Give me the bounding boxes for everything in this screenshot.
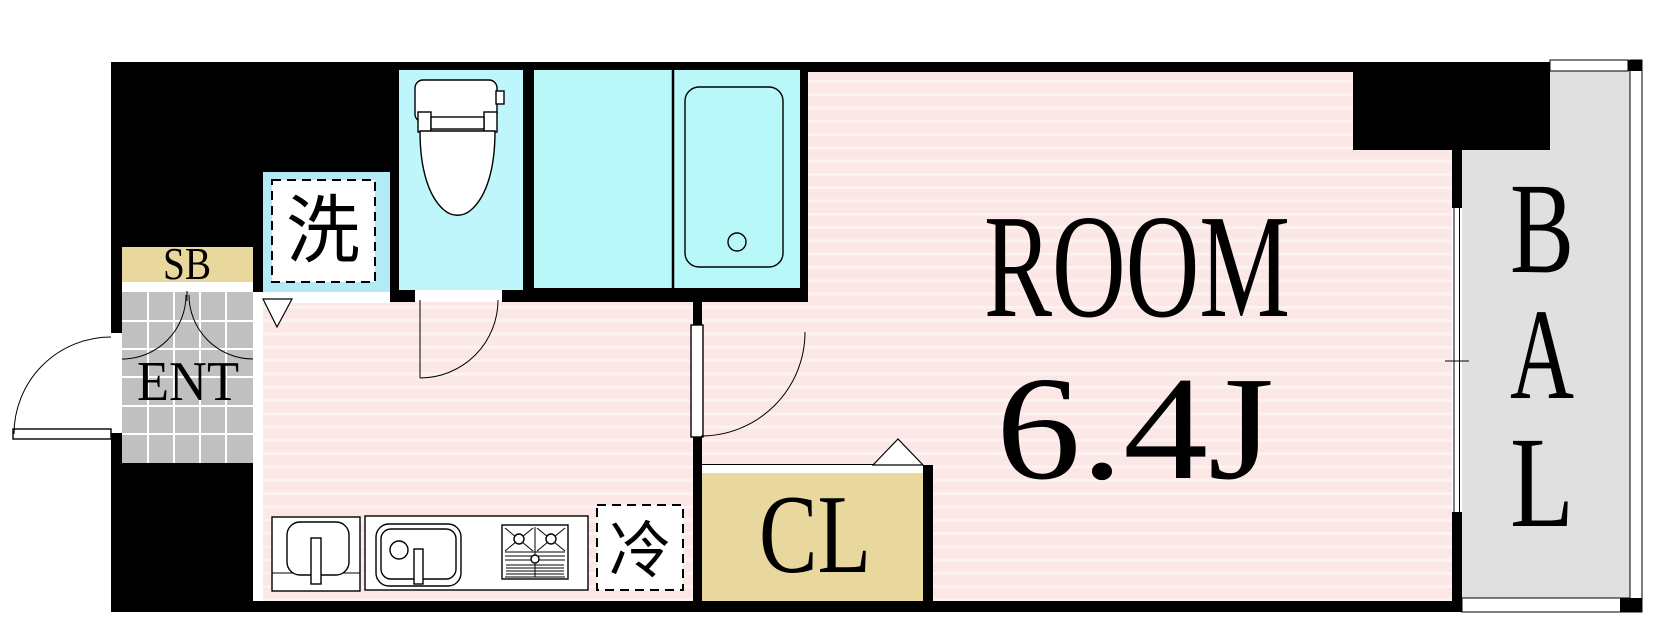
shoe-box-front-strip [122,282,253,292]
balcony [1461,59,1643,613]
entrance-tile-grid [122,292,253,463]
balcony-corner-post-bottom [1620,598,1642,612]
toilet-hinge-left [417,111,432,133]
entrance-opening [111,333,122,433]
shoe-box-door-arcs [121,291,254,360]
bathroom-floor [534,70,800,288]
closet-floor [702,473,923,601]
washer-box [271,179,376,283]
closet-front-strip [702,465,923,473]
balcony-floor [1462,70,1630,598]
toilet-icon [414,79,505,216]
entrance-door-swing-arc [13,336,112,435]
washer-threshold [263,292,390,303]
bathtub-drain [727,232,747,252]
toilet-flush-button [495,90,505,105]
balcony-window [1452,208,1462,512]
room-size-label: 6.4J [996,347,1274,511]
balcony-letter-a: A [1510,283,1574,427]
stove-knob [530,554,540,564]
room-door-leaf [690,324,704,438]
kitchen-sink-drain [389,540,409,560]
stove-burner-right [545,533,557,545]
closet-label: CL [759,473,871,597]
refrigerator-label: 冷 [609,518,671,586]
toilet-bowl [419,130,496,216]
room-label: ROOM [984,185,1290,349]
openings [12,208,1469,512]
kitchen-faucet [413,548,424,585]
stove-outline [501,524,569,580]
balcony-bottom-rail [1461,597,1631,613]
toilet-hinge-right [483,111,498,133]
shoe-box [122,247,253,282]
balcony-window-glass-lines [1453,208,1460,512]
entrance-label: ENT [137,351,239,413]
entrance-door-leaf [12,428,112,440]
toilet-seat-bar [430,116,485,130]
closet-east-wall [923,465,933,601]
balcony-right-rail [1629,59,1643,613]
stove-burner-left [513,533,525,545]
balcony-corner-post-top [1628,60,1642,71]
refrigerator-box [596,504,684,591]
entrance-step-strip [253,292,263,601]
balcony-label: B A L [1510,157,1574,555]
labels: SB ENT 洗 冷 CL ROOM 6.4J B A L [137,157,1574,597]
shoe-box-label: SB [163,239,211,289]
vanity-faucet [310,537,322,585]
toilet-door-swing-arc [419,299,499,379]
toilet-door-opening [415,290,502,302]
balcony-letter-l: L [1510,411,1574,555]
washer-label: 洗 [286,191,360,273]
kitchen-sink-rim [375,523,462,587]
bathtub-outline [684,86,784,268]
corner-pillar [1353,62,1550,150]
bathtub-icon [684,86,784,268]
balcony-letter-b: B [1510,157,1574,301]
balcony-top-rail [1549,59,1629,72]
kitchen-icons [271,515,589,592]
closet-folding-door-mark [871,438,925,466]
room-door-swing-arc [700,331,806,437]
washer-folding-door-mark [262,298,294,329]
